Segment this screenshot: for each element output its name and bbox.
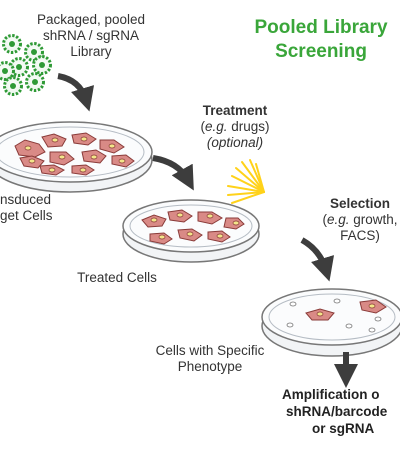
library-label-line-2: shRNA / sgRNA: [42, 28, 140, 43]
title-line-1: Pooled Library: [254, 17, 388, 38]
arrow-dish2-to-dish3: [300, 237, 335, 282]
arrow-dish1-to-dish2: [152, 155, 194, 191]
phenotype-label: Cells with Specific Phenotype: [140, 343, 280, 375]
petri-dish-treated: [122, 199, 260, 263]
virus-particle: [0, 61, 15, 81]
library-label-line-3: Library: [70, 44, 112, 59]
amplification-line-1: Amplification o: [282, 387, 380, 402]
treatment-note: (optional): [206, 135, 264, 150]
treatment-example: (e.g. drugs): [200, 119, 270, 134]
amplification-label: Amplification o shRNA/barcode or sgRNA: [282, 386, 400, 437]
title-line-2: Screening: [275, 41, 367, 62]
treatment-light-burst: [227, 159, 265, 204]
transduced-label-line-2: get Cells: [0, 208, 53, 223]
virus-particles: [0, 34, 52, 96]
selection-example: (e.g. growth,: [322, 212, 398, 227]
selection-label: Selection (e.g. growth, FACS): [310, 196, 400, 244]
petri-dish-selected: [261, 288, 400, 357]
selection-heading: Selection: [329, 196, 391, 211]
library-label-line-1: Packaged, pooled: [36, 12, 146, 27]
amplification-line-3: or sgRNA: [312, 421, 375, 436]
virus-particle: [32, 55, 52, 75]
phenotype-line-1: Cells with Specific: [155, 343, 265, 358]
transduced-cells-label: nsduced get Cells: [0, 192, 53, 224]
transduced-label-line-1: nsduced: [0, 192, 52, 207]
arrow-library-to-dish: [57, 73, 95, 112]
phenotype-line-2: Phenotype: [177, 359, 243, 374]
amplification-line-2: shRNA/barcode: [286, 404, 388, 419]
virus-particle: [25, 72, 45, 92]
selection-line-3: FACS): [340, 228, 380, 243]
library-label: Packaged, pooled shRNA / sgRNA Library: [26, 12, 156, 60]
treatment-label: Treatment (e.g. drugs) (optional): [180, 103, 290, 151]
virus-particle: [3, 76, 23, 96]
petri-dish-transduced: [0, 121, 153, 193]
treatment-heading: Treatment: [202, 103, 268, 118]
diagram-title: Pooled Library Screening: [236, 16, 400, 64]
treated-cells-label: Treated Cells: [62, 270, 172, 286]
treated-label-text: Treated Cells: [77, 270, 157, 285]
virus-particle: [2, 34, 22, 54]
